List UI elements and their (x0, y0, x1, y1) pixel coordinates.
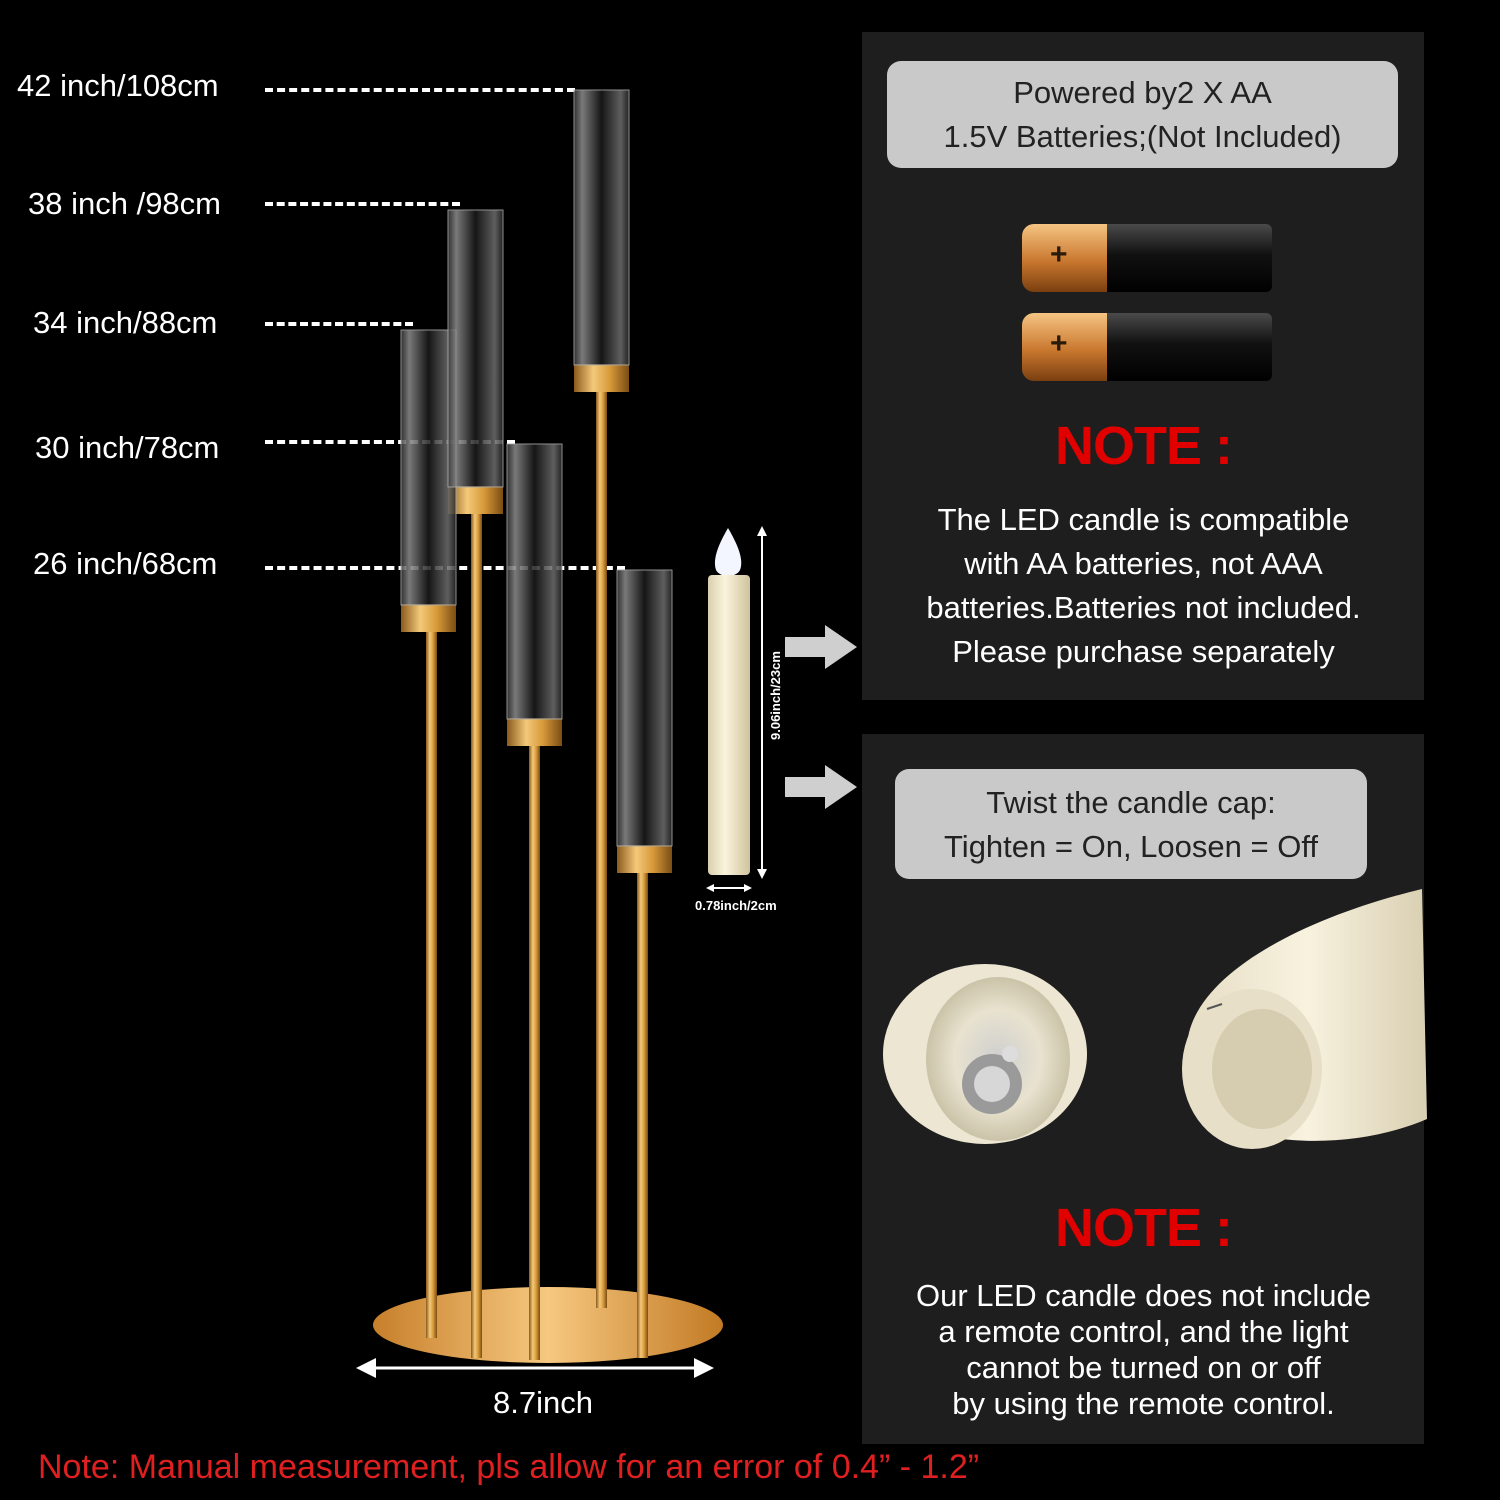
cap-note-line: a remote control, and the light (938, 1314, 1349, 1349)
candle-height-label: 9.06inch/23cm (768, 651, 783, 740)
cap-note-line: by using the remote control. (952, 1386, 1335, 1421)
battery-requirement-box: Powered by2 X AA 1.5V Batteries;(Not Inc… (887, 61, 1398, 168)
battery-note-line: The LED candle is compatible (937, 502, 1350, 537)
battery-info-panel: Powered by2 X AA 1.5V Batteries;(Not Inc… (862, 32, 1424, 700)
base-width-label: 8.7inch (493, 1385, 593, 1420)
twist-instruction-box: Twist the candle cap: Tighten = On, Loos… (895, 769, 1367, 879)
cap-note-line: cannot be turned on or off (966, 1350, 1321, 1385)
aa-battery-icon: + (1022, 224, 1272, 292)
twist-instruction-line1: Twist the candle cap: (986, 785, 1276, 820)
battery-note-title: NOTE : (1055, 416, 1233, 476)
candelabra-illustration (356, 89, 723, 1378)
height-label-34: 34 inch/88cm (33, 305, 218, 340)
candle-cap-panel: Twist the candle cap: Tighten = On, Loos… (862, 734, 1427, 1444)
cap-note-text: Our LED candle does not include a remote… (862, 1278, 1425, 1422)
candle-cap-bottom-image (883, 964, 1087, 1144)
battery-plus-symbol: + (1050, 327, 1068, 360)
battery-plus-symbol: + (1050, 238, 1068, 271)
battery-note-line: with AA batteries, not AAA (964, 546, 1323, 581)
battery-requirement-line2: 1.5V Batteries;(Not Included) (943, 119, 1342, 154)
battery-note-text: The LED candle is compatible with AA bat… (862, 498, 1425, 674)
height-label-26: 26 inch/68cm (33, 546, 218, 581)
cap-note-line: Our LED candle does not include (916, 1278, 1371, 1313)
battery-requirement-line1: Powered by2 X AA (1013, 75, 1272, 110)
arrow-right-icon (785, 625, 857, 669)
height-guide-42 (265, 88, 575, 92)
led-candle-illustration (706, 526, 767, 892)
height-guide-34 (265, 322, 413, 326)
height-guide-38 (265, 202, 460, 206)
measurement-note: Note: Manual measurement, pls allow for … (38, 1448, 980, 1486)
height-label-42: 42 inch/108cm (17, 68, 219, 103)
cap-note-title: NOTE : (1055, 1198, 1233, 1258)
height-label-38: 38 inch /98cm (28, 186, 221, 221)
battery-note-line: Please purchase separately (952, 634, 1335, 669)
height-guide-30 (265, 440, 515, 444)
candle-width-label: 0.78inch/2cm (695, 898, 777, 913)
height-label-30: 30 inch/78cm (35, 430, 220, 465)
aa-battery-icon: + (1022, 313, 1272, 381)
battery-note-line: batteries.Batteries not included. (926, 590, 1361, 625)
candle-cap-side-image (1182, 889, 1427, 1149)
twist-instruction-line2: Tighten = On, Loosen = Off (944, 829, 1318, 864)
arrow-right-icon (785, 765, 857, 809)
